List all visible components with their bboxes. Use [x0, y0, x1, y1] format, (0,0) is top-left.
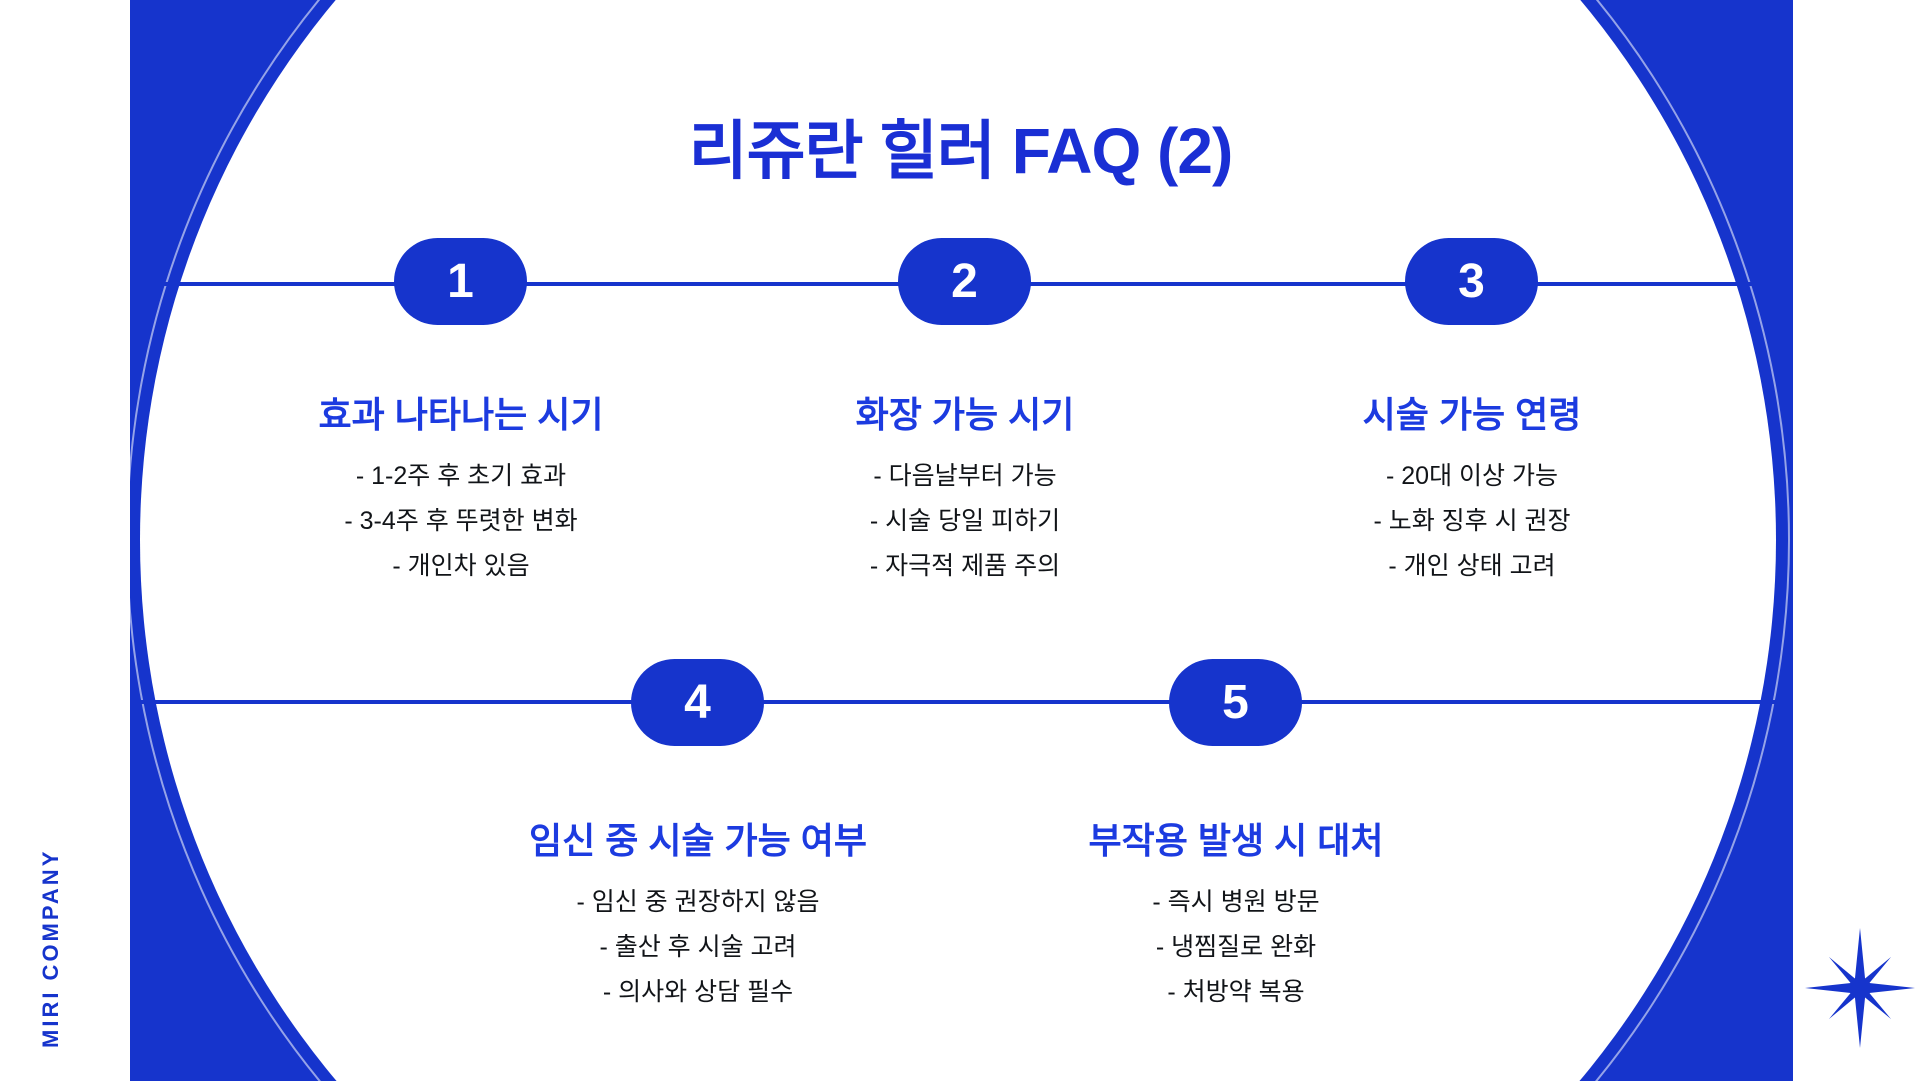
step-number: 3: [1458, 254, 1485, 308]
step-badge-5: 5: [1169, 659, 1302, 746]
faq-item: - 시술 당일 피하기: [869, 507, 1061, 535]
step-badge-2: 2: [898, 238, 1031, 325]
faq-item: - 1-2주 후 초기 효과: [355, 462, 567, 490]
section-item-list: - 20대 이상 가능 - 노화 징후 시 권장 - 개인 상태 고려: [1242, 454, 1702, 589]
section-makeup-timing: 화장 가능 시기 - 다음날부터 가능 - 시술 당일 피하기 - 자극적 제품…: [735, 394, 1195, 589]
step-badge-1: 1: [394, 238, 527, 325]
section-item-list: - 다음날부터 가능 - 시술 당일 피하기 - 자극적 제품 주의: [735, 454, 1195, 589]
faq-item: - 즉시 병원 방문: [1152, 888, 1320, 916]
faq-item: - 노화 징후 시 권장: [1373, 507, 1571, 535]
circle-outline-decoration: [126, 0, 1790, 1081]
faq-item: - 냉찜질로 완화: [1155, 933, 1317, 961]
faq-item: - 처방약 복용: [1167, 978, 1305, 1006]
faq-item: - 의사와 상담 필수: [602, 978, 794, 1006]
faq-item: - 20대 이상 가능: [1386, 462, 1558, 490]
step-number: 5: [1222, 675, 1249, 729]
section-item-list: - 1-2주 후 초기 효과 - 3-4주 후 뚜렷한 변화 - 개인차 있음: [231, 454, 691, 589]
step-number: 2: [951, 254, 978, 308]
section-side-effects: 부작용 발생 시 대처 - 즉시 병원 방문 - 냉찜질로 완화 - 처방약 복…: [1006, 820, 1466, 1015]
page-title: 리쥬란 힐러 FAQ (2): [688, 115, 1234, 187]
section-heading: 임신 중 시술 가능 여부: [528, 820, 868, 861]
white-circle-panel: [140, 0, 1776, 1081]
section-item-list: - 즉시 병원 방문 - 냉찜질로 완화 - 처방약 복용: [1006, 880, 1466, 1015]
faq-item: - 개인차 있음: [392, 552, 530, 580]
step-badge-4: 4: [631, 659, 764, 746]
section-heading: 시술 가능 연령: [1362, 394, 1582, 435]
step-number: 4: [684, 675, 711, 729]
section-heading: 부작용 발생 시 대처: [1088, 820, 1384, 861]
faq-item: - 개인 상태 고려: [1388, 552, 1556, 580]
section-eligible-age: 시술 가능 연령 - 20대 이상 가능 - 노화 징후 시 권장 - 개인 상…: [1242, 394, 1702, 589]
faq-item: - 임신 중 권장하지 않음: [576, 888, 820, 916]
faq-item: - 자극적 제품 주의: [869, 552, 1061, 580]
faq-item: - 3-4주 후 뚜렷한 변화: [344, 507, 578, 535]
section-item-list: - 임신 중 권장하지 않음 - 출산 후 시술 고려 - 의사와 상담 필수: [468, 880, 928, 1015]
section-effect-timing: 효과 나타나는 시기 - 1-2주 후 초기 효과 - 3-4주 후 뚜렷한 변…: [231, 394, 691, 589]
faq-item: - 다음날부터 가능: [873, 462, 1057, 490]
section-heading: 효과 나타나는 시기: [318, 394, 604, 435]
brand-vertical-text: MIRI COMPANY: [38, 848, 63, 1048]
section-heading: 화장 가능 시기: [855, 394, 1075, 435]
step-number: 1: [447, 254, 474, 308]
section-pregnancy: 임신 중 시술 가능 여부 - 임신 중 권장하지 않음 - 출산 후 시술 고…: [468, 820, 928, 1015]
sparkle-icon: [1805, 928, 1915, 1048]
step-badge-3: 3: [1405, 238, 1538, 325]
faq-item: - 출산 후 시술 고려: [599, 933, 797, 961]
